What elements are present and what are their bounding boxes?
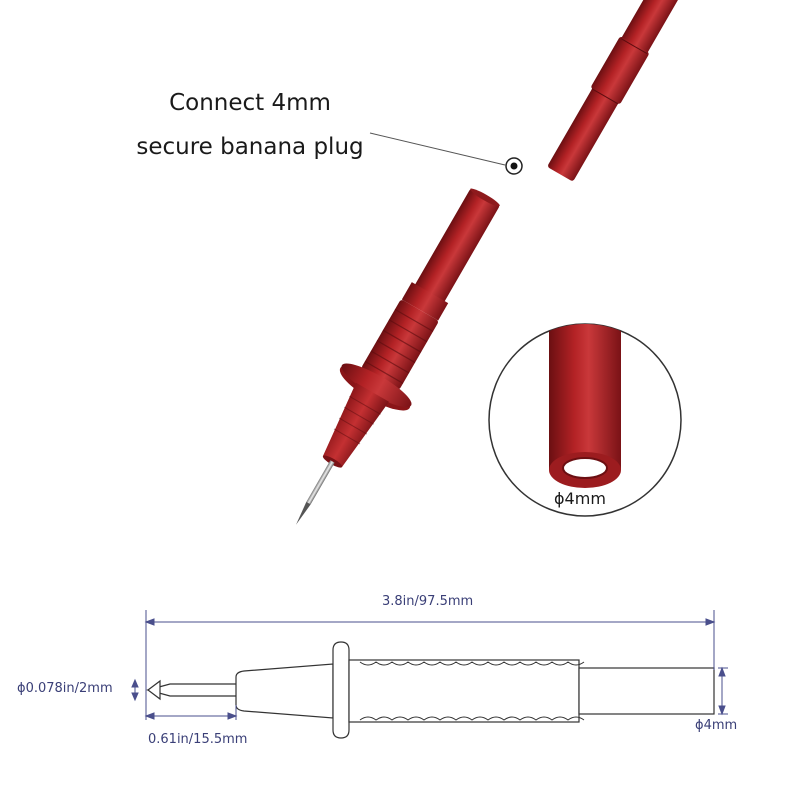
callout-target-marker [505,157,523,175]
inset-diameter-label: ϕ4mm [554,489,606,508]
dimension-lines [131,610,728,720]
callout-text-line2: secure banana plug [136,134,364,160]
probe-lower-body [296,188,500,525]
tip-length-label: 0.61in/15.5mm [148,732,248,747]
inset-zoom-circle [488,323,682,517]
technical-drawing [145,641,715,739]
end-diameter-label: ϕ4mm [695,718,738,733]
callout-text-line1: Connect 4mm [169,90,331,116]
overall-length-label: 3.8in/97.5mm [382,594,474,609]
callout-leader-line [369,132,506,166]
tip-diameter-label: ϕ0.078in/2mm [17,681,113,696]
probe-upper-segment [548,0,682,181]
